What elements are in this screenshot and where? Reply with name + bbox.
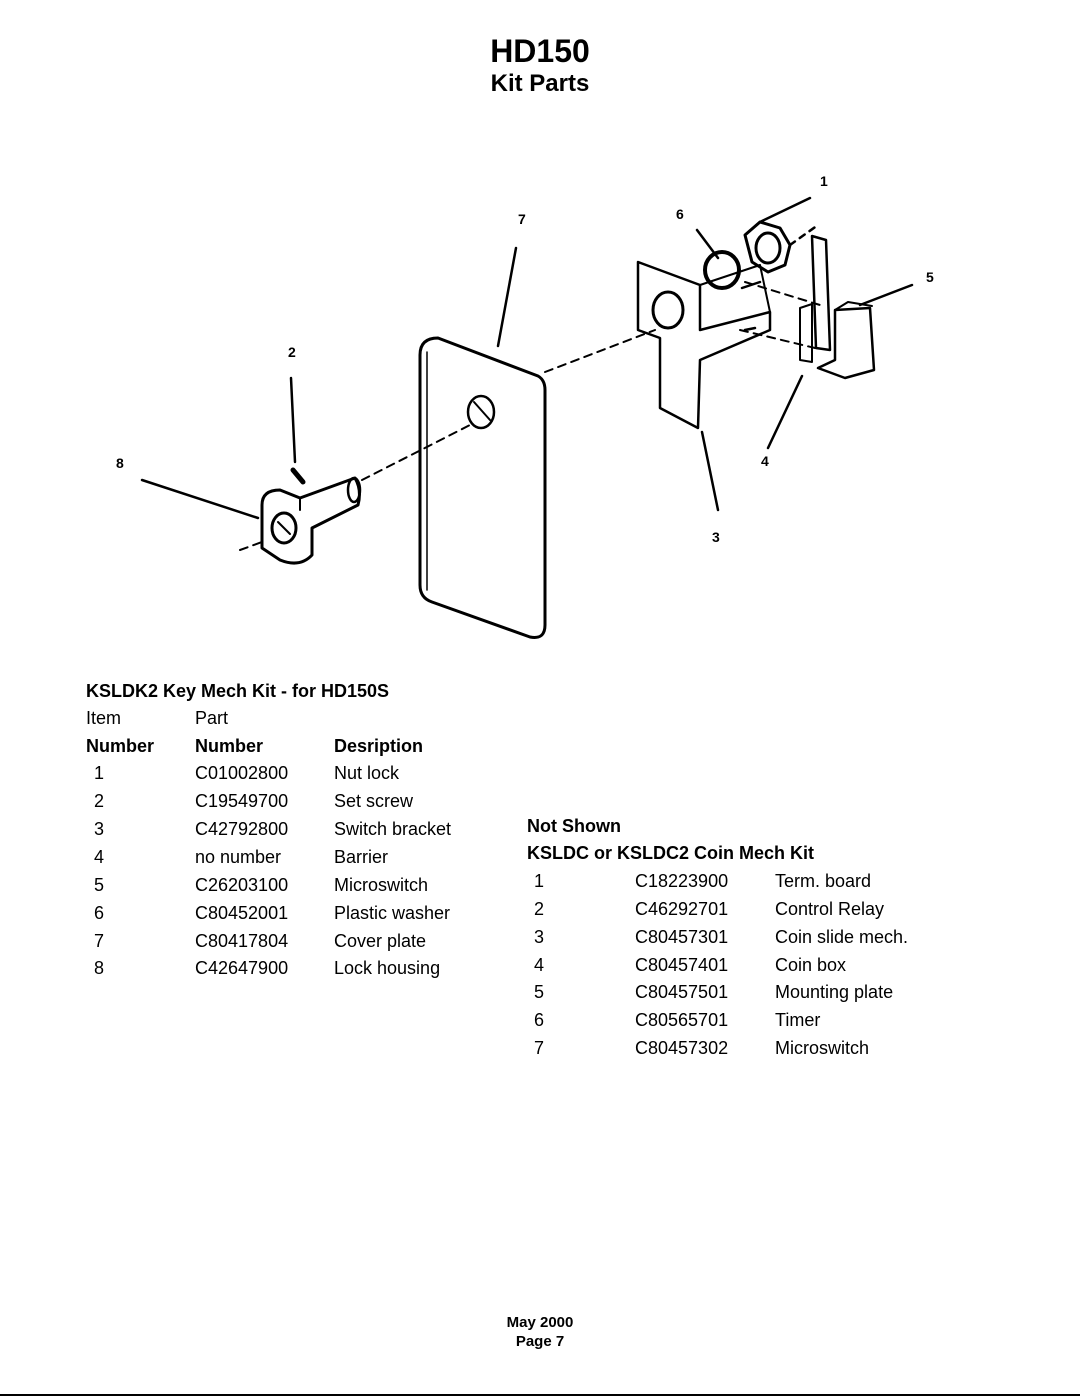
part-number: C80457501 (635, 982, 729, 1002)
table-row: 7 C80457302 Microswitch (0, 1038, 1080, 1066)
callout-1: 1 (820, 173, 828, 189)
switch-bracket-drawing (636, 260, 772, 430)
bottom-rule (0, 1394, 1080, 1396)
cover-plate-drawing (418, 336, 547, 639)
table-row: 1 C18223900 Term. board (0, 871, 1080, 899)
table-row: 8 C42647900 Lock housing (0, 958, 1080, 986)
table-row: 2 C19549700 Set screw (0, 791, 1080, 819)
table-row: 7 C80417804 Cover plate (0, 931, 1080, 959)
item-number: 6 (534, 1010, 545, 1030)
page-subtitle: Kit Parts (490, 70, 590, 97)
part-number: C80565701 (635, 1010, 729, 1030)
item-number: 1 (534, 871, 545, 891)
part-description: Lock housing (334, 958, 441, 978)
part-number: C80417804 (195, 931, 289, 951)
item-number: 3 (534, 927, 545, 947)
part-number: C46292701 (635, 899, 729, 919)
part-number: no number (195, 847, 282, 867)
table-row: 6 C80565701 Timer (0, 1010, 1080, 1038)
footer-page-number: Page 7 (515, 1333, 565, 1350)
part-description: Cover plate (334, 931, 427, 951)
part-description: Control Relay (775, 899, 885, 919)
part-description: Timer (775, 1010, 821, 1030)
key-kit-header-description: Desription (334, 736, 424, 756)
callout-2: 2 (288, 344, 296, 360)
key-kit-header-part: Part (195, 708, 229, 728)
key-kit-header-part-number: Number (195, 736, 264, 756)
part-number: C42647900 (195, 958, 289, 978)
part-number: C80457401 (635, 955, 729, 975)
part-description: Switch bracket (334, 819, 452, 839)
part-number: C42792800 (195, 819, 289, 839)
part-number: C19549700 (195, 791, 289, 811)
part-description: Plastic washer (334, 903, 451, 923)
set-screw-drawing (290, 467, 306, 485)
lock-housing-drawing (260, 476, 362, 565)
item-number: 5 (94, 875, 105, 895)
part-description: Coin slide mech. (775, 927, 909, 947)
nut-lock-drawing (743, 196, 820, 274)
part-description: Microswitch (334, 875, 429, 895)
item-number: 4 (94, 847, 105, 867)
part-number: C80457301 (635, 927, 729, 947)
item-number: 8 (94, 958, 105, 978)
part-description: Nut lock (334, 763, 400, 783)
item-number: 3 (94, 819, 105, 839)
part-description: Barrier (334, 847, 389, 867)
key-kit-header-item: Item (86, 708, 122, 728)
item-number: 5 (534, 982, 545, 1002)
table-row: 1 C01002800 Nut lock (0, 763, 1080, 791)
table-row: 6 C80452001 Plastic washer (0, 903, 1080, 931)
part-number: C80452001 (195, 903, 289, 923)
part-description: Mounting plate (775, 982, 894, 1002)
microswitch-drawing (799, 234, 876, 380)
part-number: C26203100 (195, 875, 289, 895)
table-row: 3 C80457301 Coin slide mech. (0, 927, 1080, 955)
callout-3: 3 (712, 529, 720, 545)
part-description: Set screw (334, 791, 414, 811)
table-row: 4 C80457401 Coin box (0, 955, 1080, 983)
coin-kit-title: KSLDC or KSLDC2 Coin Mech Kit (527, 843, 815, 863)
plastic-washer-drawing (703, 250, 741, 290)
exploded-parts-diagram: 1 2 3 4 5 6 7 8 (116, 173, 934, 639)
leader-lines (140, 228, 914, 520)
part-description: Coin box (775, 955, 847, 975)
callout-7: 7 (518, 211, 526, 227)
not-shown-label: Not Shown (527, 816, 621, 836)
item-number: 1 (94, 763, 105, 783)
item-number: 7 (534, 1038, 545, 1058)
item-number: 2 (94, 791, 105, 811)
key-kit-header-item-number: Number (86, 736, 155, 756)
table-row: 2 C46292701 Control Relay (0, 899, 1080, 927)
item-number: 4 (534, 955, 545, 975)
callout-6: 6 (676, 206, 684, 222)
callout-4: 4 (761, 453, 769, 469)
assembly-axis-lines (239, 281, 821, 551)
part-number: C01002800 (195, 763, 289, 783)
table-row: 5 C26203100 Microswitch (0, 875, 1080, 903)
part-number: C80457302 (635, 1038, 729, 1058)
key-kit-title: KSLDK2 Key Mech Kit - for HD150S (86, 681, 390, 701)
part-number: C18223900 (635, 871, 729, 891)
page-title: HD150 (490, 33, 590, 69)
callout-5: 5 (926, 269, 934, 285)
item-number: 6 (94, 903, 105, 923)
item-number: 7 (94, 931, 105, 951)
callout-8: 8 (116, 455, 124, 471)
table-row: 3 C42792800 Switch bracket (0, 819, 1080, 847)
table-row: 5 C80457501 Mounting plate (0, 982, 1080, 1010)
part-description: Term. board (775, 871, 872, 891)
part-description: Microswitch (775, 1038, 870, 1058)
footer-date: May 2000 (506, 1314, 574, 1331)
item-number: 2 (534, 899, 545, 919)
table-row: 4 no number Barrier (0, 847, 1080, 875)
